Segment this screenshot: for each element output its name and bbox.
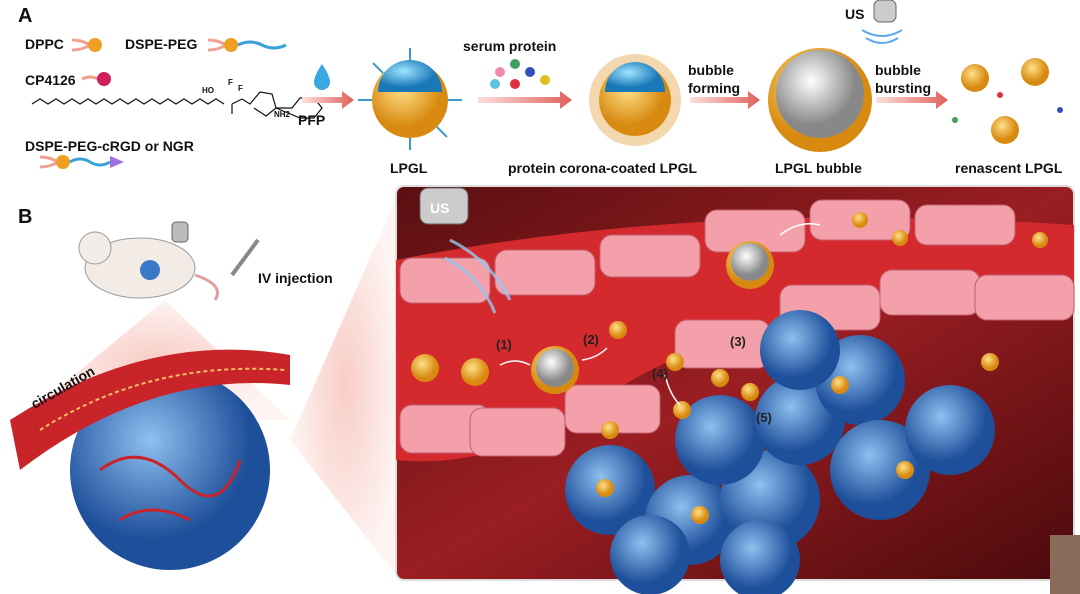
ultrasound-probe-mouse-icon: [171, 221, 189, 243]
us-label-inset: US: [430, 200, 450, 216]
bubble-bursting-label-2: bursting: [875, 80, 931, 96]
dspe-peg-targeted-icon: [39, 155, 124, 169]
panel-a-label: A: [18, 5, 33, 27]
dspe-peg-targeted-label: DSPE-PEG-cRGD or NGR: [25, 138, 194, 154]
step-5-label: (5): [756, 410, 772, 425]
bubble-bursting-label-1: bubble: [875, 62, 921, 78]
tumor-with-vessel: [10, 349, 290, 570]
renascent-lpgl-particles: [952, 58, 1063, 144]
ultrasound-probe-top-icon: [861, 0, 903, 44]
panel-b-label: B: [18, 206, 33, 228]
inset-panel: [395, 185, 1075, 594]
lpgl-bubble: [768, 48, 872, 152]
dspe-peg-icon: [207, 38, 287, 52]
serum-protein-icons: [490, 59, 550, 89]
corner-block: [1050, 535, 1080, 594]
mouse-illustration: [78, 231, 219, 301]
chem-nh2: NH2: [274, 110, 291, 119]
iv-injection-label: IV injection: [258, 270, 333, 286]
pfp-droplet-icon: [314, 64, 330, 90]
chem-ho: HO: [202, 86, 214, 95]
dppc-label: DPPC: [25, 36, 64, 52]
bubble-forming-label-2: forming: [688, 80, 741, 96]
cp4126-structure: [31, 91, 323, 119]
chem-f2: F: [238, 84, 243, 93]
lpgl-label: LPGL: [390, 160, 428, 176]
lpgl-particle: [358, 48, 462, 150]
step-2-label: (2): [583, 332, 599, 347]
step-4-label: (4): [652, 366, 668, 381]
step-1-label: (1): [496, 337, 512, 352]
us-label-top: US: [845, 6, 865, 22]
pfp-label: PFP: [298, 112, 326, 128]
dppc-icon: [71, 38, 102, 52]
lpgl-bubble-label: LPGL bubble: [775, 160, 862, 176]
process-arrows: [302, 91, 948, 109]
ultrasound-probe-inset-icon: [419, 187, 512, 314]
cp4126-icon: [81, 72, 111, 86]
step-3-label: (3): [730, 334, 746, 349]
cp4126-label: CP4126: [25, 72, 76, 88]
corona-lpgl-particle: [589, 54, 681, 146]
serum-protein-label: serum protein: [463, 38, 557, 54]
chem-f1: F: [228, 78, 233, 87]
renascent-lpgl-label: renascent LPGL: [955, 160, 1063, 176]
dspe-peg-label: DSPE-PEG: [125, 36, 198, 52]
bubble-forming-label-1: bubble: [688, 62, 734, 78]
corona-label: protein corona-coated LPGL: [508, 160, 698, 176]
syringe-icon: [230, 238, 260, 277]
zoom-cone-right: [290, 190, 400, 580]
